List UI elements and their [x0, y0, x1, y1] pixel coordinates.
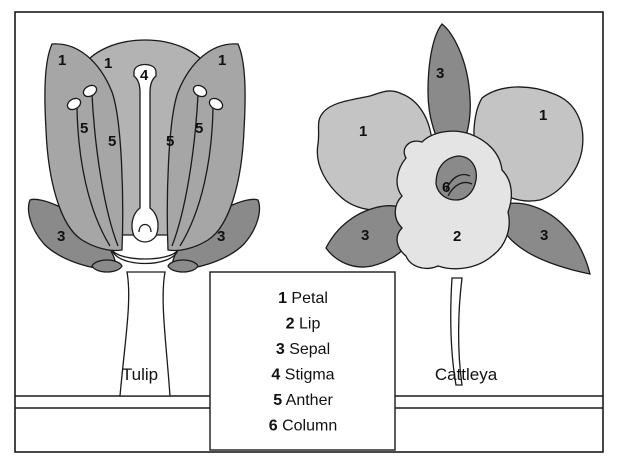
- tulip-illustration: [27, 39, 261, 397]
- tulip-label-stigma: 4: [140, 67, 149, 84]
- tulip-label-anther-2: 5: [108, 133, 116, 150]
- tulip-pistil: [131, 63, 159, 243]
- legend-label: Petal: [287, 290, 328, 307]
- legend-item-sepal: 3 Sepal: [276, 341, 330, 358]
- legend-number: 4: [271, 367, 280, 384]
- legend-label: Stigma: [280, 367, 334, 384]
- tulip-label-sepal-left: 3: [57, 228, 65, 245]
- cattleya-stem: [450, 277, 463, 386]
- legend-label: Lip: [295, 316, 321, 333]
- cattleya-illustration: [316, 23, 591, 386]
- legend-item-column: 6 Column: [269, 418, 337, 435]
- cattleya-column-line-1: [445, 173, 471, 191]
- tulip-filament-2: [91, 94, 119, 247]
- horizontal-rule: [15, 395, 603, 409]
- cattleya-sepal-right: [497, 202, 591, 275]
- legend-label: Column: [278, 418, 338, 435]
- legend-item-anther: 5 Anther: [273, 392, 333, 409]
- tulip-label-sepal-right: 3: [217, 228, 225, 245]
- cattleya-label-sepal-left: 3: [361, 227, 369, 244]
- cattleya-label-sepal-top: 3: [436, 65, 444, 82]
- legend-item-petal: 1 Petal: [278, 290, 328, 307]
- tulip-caption: Tulip: [122, 365, 158, 384]
- legend-label: Sepal: [285, 341, 330, 358]
- cattleya-label-petal-left: 1: [359, 123, 367, 140]
- cattleya-number-labels: 3 1 1 6 2 3 3: [359, 65, 548, 245]
- cattleya-column-line-2: [447, 181, 473, 197]
- tulip-label-anther-1: 5: [80, 120, 88, 137]
- cattleya-label-column: 6: [442, 179, 450, 196]
- cattleya-label-sepal-right: 3: [540, 227, 548, 244]
- legend-number: 1: [278, 290, 287, 307]
- tulip-anther-head-1: [66, 97, 82, 111]
- tulip-filament-3: [179, 107, 214, 247]
- tulip-anther-head-3: [208, 97, 224, 111]
- tulip-label-petal-center: 1: [104, 55, 112, 72]
- tulip-petal-left: [44, 43, 124, 252]
- tulip-anther-head-4: [192, 84, 208, 98]
- legend-frame: [209, 271, 396, 451]
- tulip-label-petal-left: 1: [58, 52, 66, 69]
- cattleya-caption: Cattleya: [435, 365, 498, 384]
- tulip-label-anther-3: 5: [166, 133, 174, 150]
- tulip-label-petal-right: 1: [218, 52, 226, 69]
- tulip-anther-head-2: [82, 84, 98, 98]
- tulip-base-pad-left: [91, 259, 123, 273]
- legend-number: 6: [269, 418, 278, 435]
- cattleya-label-lip: 2: [453, 228, 461, 245]
- legend-number: 5: [273, 392, 282, 409]
- legend-number: 2: [286, 316, 295, 333]
- tulip-filament-1: [76, 107, 111, 247]
- tulip-number-labels: 1 1 1 4 5 5 5 5 3 3: [57, 52, 226, 245]
- legend-item-lip: 2 Lip: [286, 316, 321, 333]
- tulip-stem: [119, 271, 171, 397]
- legend-label: Anther: [282, 392, 333, 409]
- cattleya-label-petal-right: 1: [539, 107, 547, 124]
- tulip-base-pad-right: [167, 259, 199, 273]
- legend-item-stigma: 4 Stigma: [271, 367, 334, 384]
- tulip-label-anther-4: 5: [195, 120, 203, 137]
- tulip-petal-right: [166, 43, 246, 252]
- tulip-receptacle: [111, 249, 179, 265]
- tulip-ovary-inner: [138, 223, 152, 233]
- legend-number: 3: [276, 341, 285, 358]
- tulip-filament-4: [171, 94, 199, 247]
